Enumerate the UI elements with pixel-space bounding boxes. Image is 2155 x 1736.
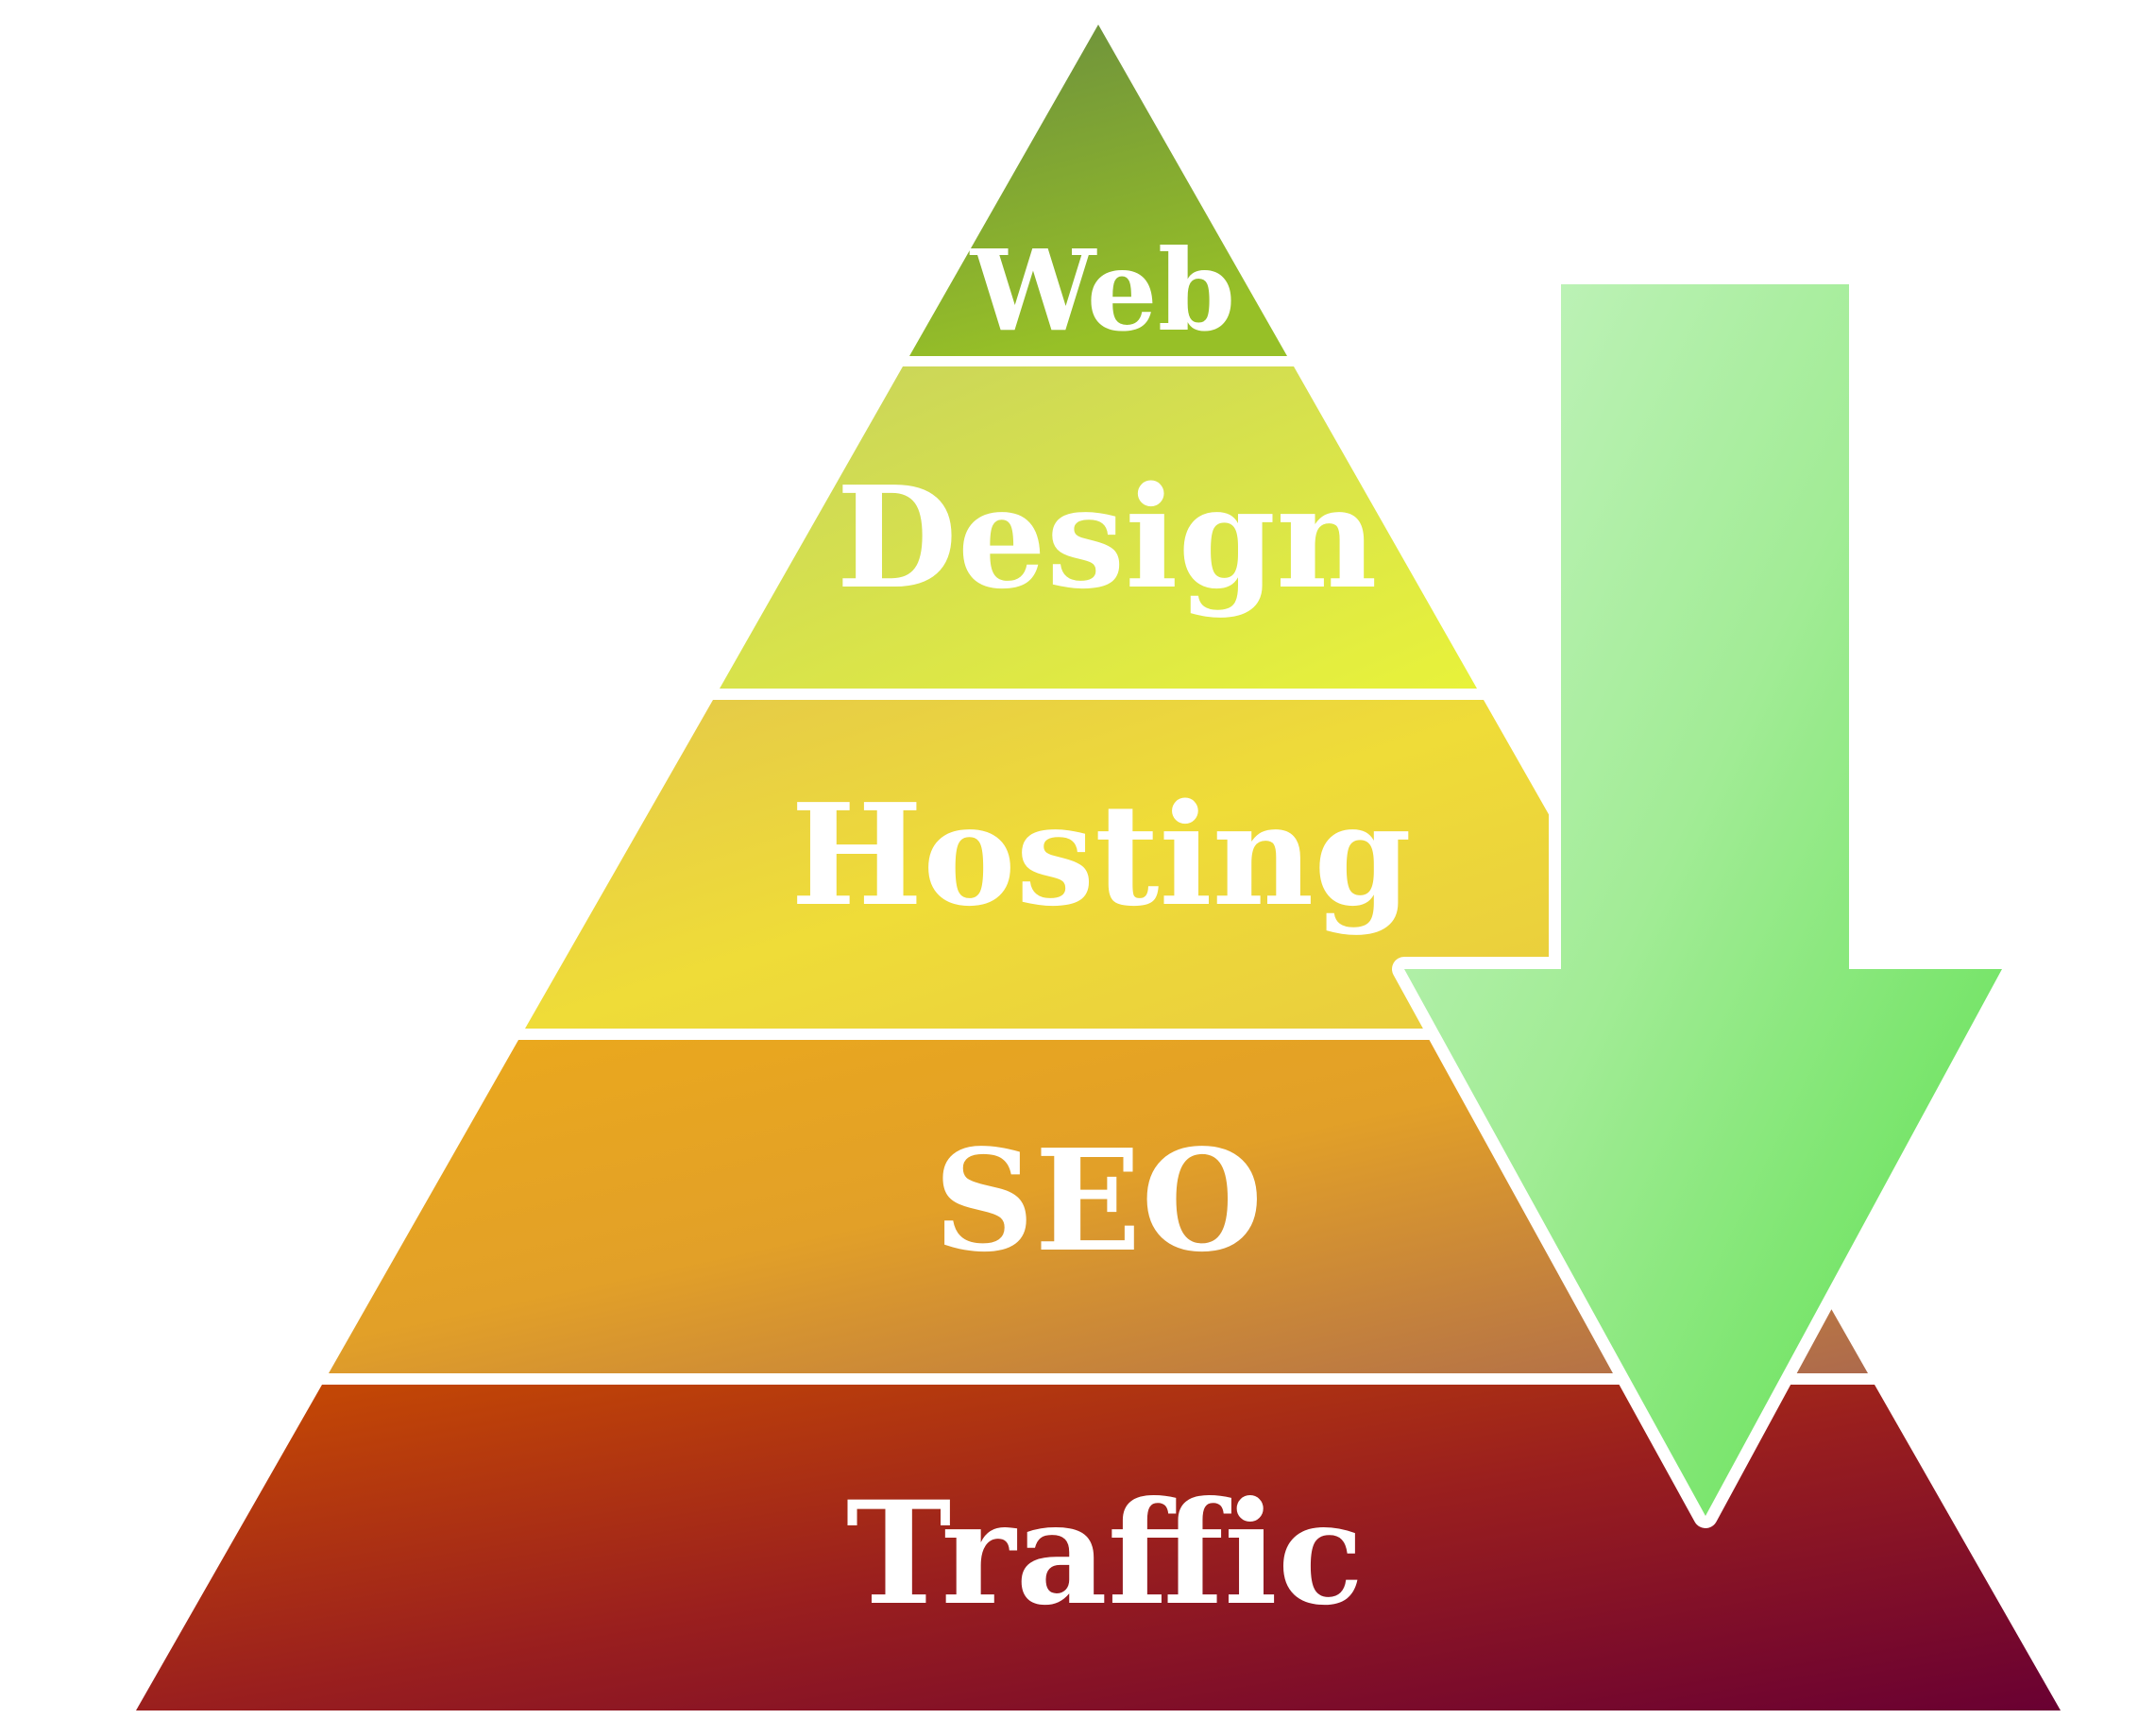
level-shape [720,366,1477,689]
level-label-traffic: Traffic [846,1471,1364,1637]
pyramid-level-web: Web [909,25,1287,356]
pyramid-level-design: Design [720,366,1477,689]
level-shape [136,1385,2061,1710]
level-shape [909,25,1287,356]
level-label-hosting: Hosting [790,773,1412,937]
pyramid-level-hosting: Hosting [525,700,1550,1029]
level-shape [525,700,1550,1029]
level-label-design: Design [836,455,1377,620]
level-label-seo: SEO [934,1118,1264,1283]
down-arrow-icon [1392,272,2014,1528]
arrow-shape [1404,284,2002,1516]
level-label-web: Web [969,225,1235,356]
pyramid-level-traffic: Traffic [136,1385,2061,1710]
